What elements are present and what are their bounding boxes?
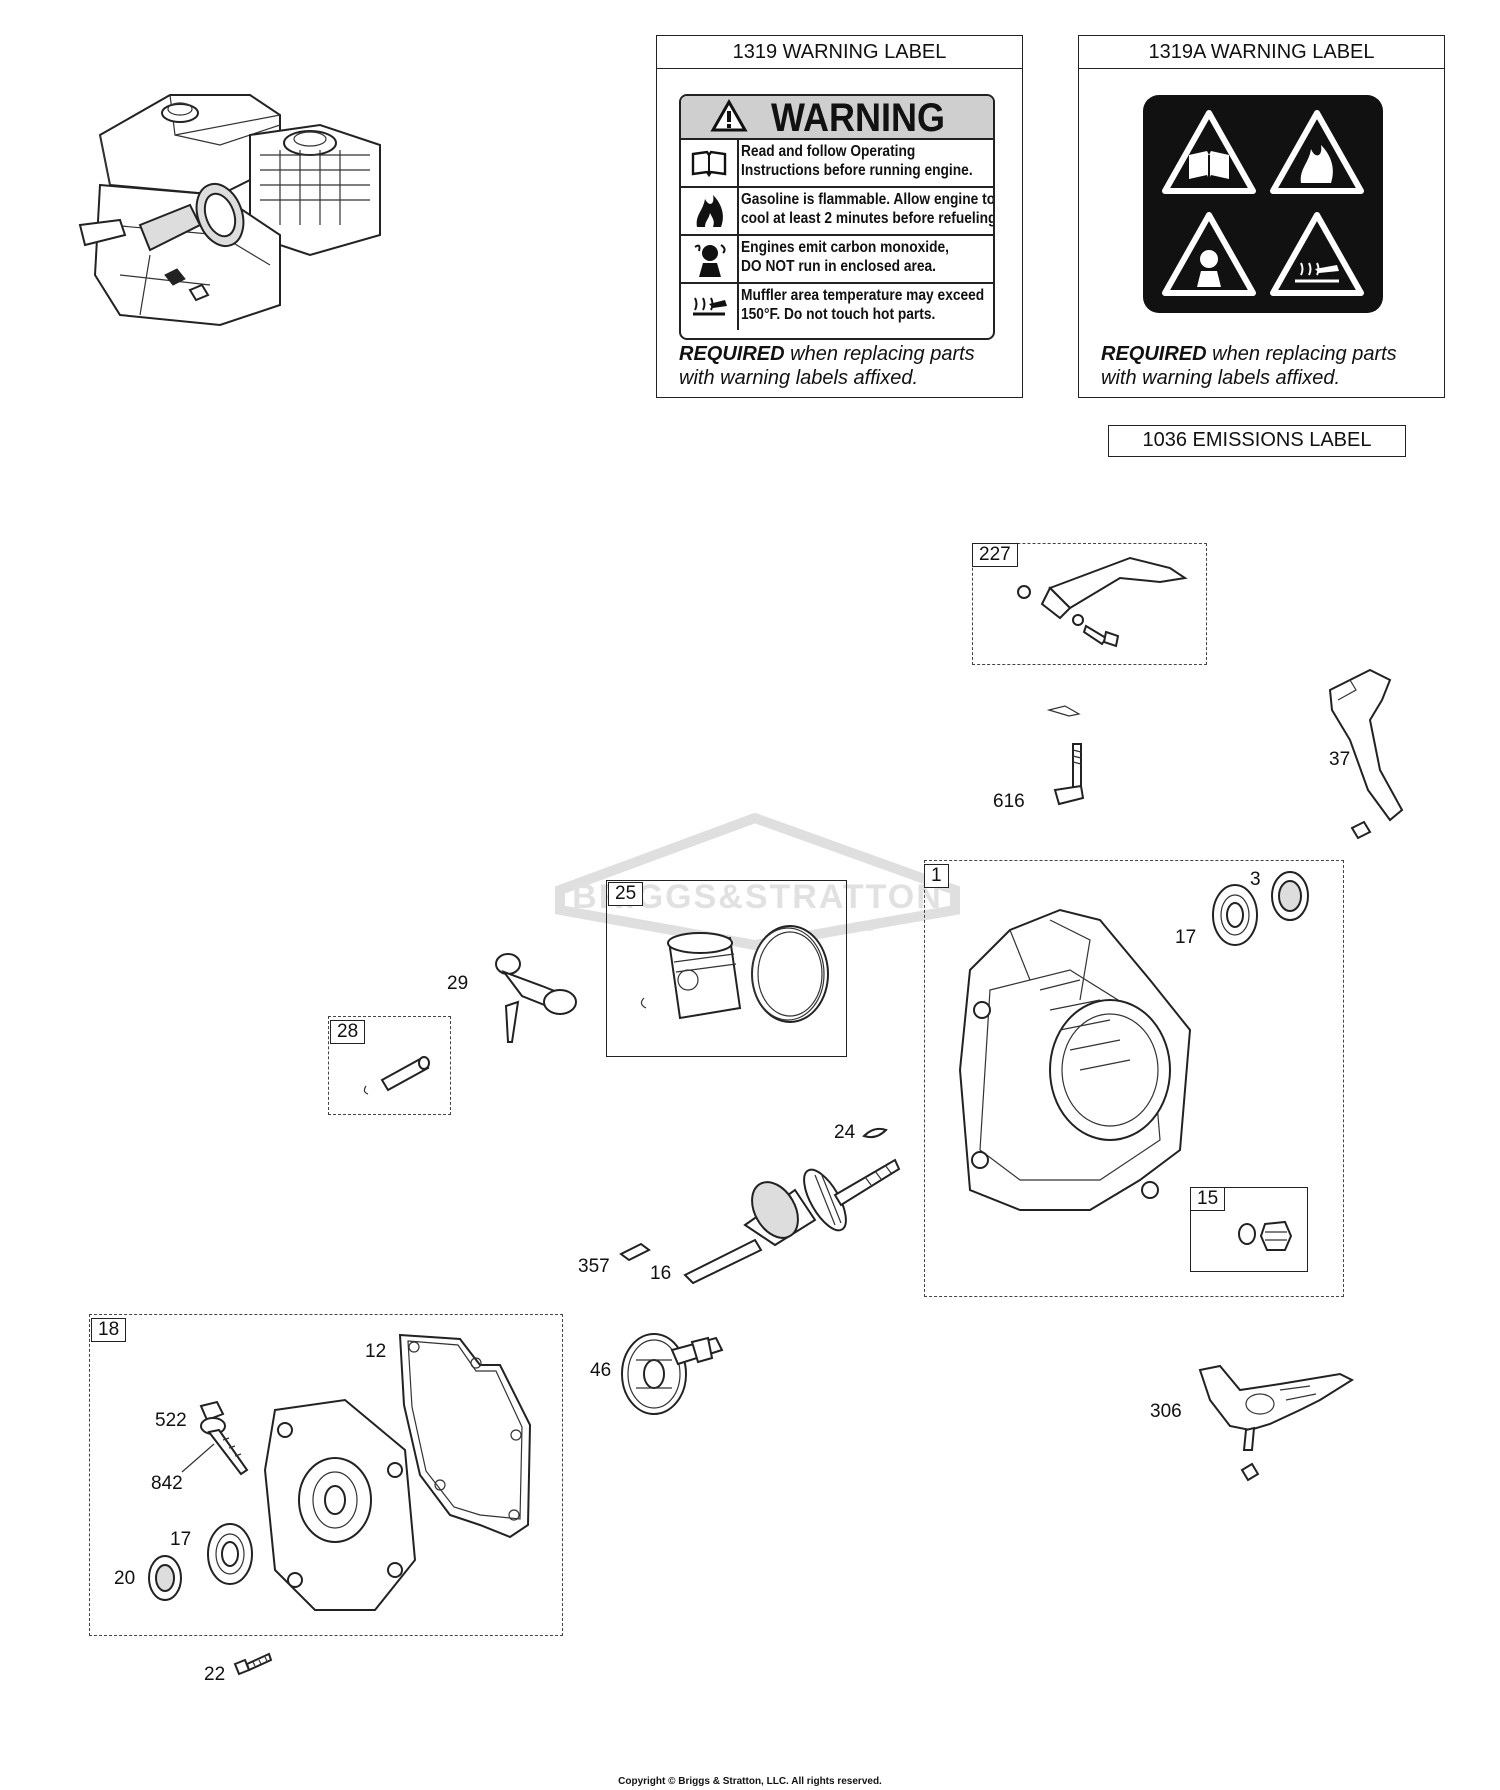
part-306-cover[interactable] [1190, 1350, 1360, 1490]
leader-842 [181, 1443, 215, 1473]
fumes-icon [694, 244, 726, 277]
callout-616: 616 [993, 791, 1025, 812]
callout-37: 37 [1329, 749, 1351, 770]
warning-label-1319-title: 1319 WARNING LABEL [657, 36, 1022, 69]
watermark-registered-mark: ® [865, 918, 876, 934]
hot-surface-icon [1270, 212, 1364, 296]
part-17-sump-bearing[interactable] [195, 1518, 265, 1590]
part-522-dipstick-tube-plug[interactable] [193, 1400, 253, 1476]
warning-row-1-line1: Read and follow Operating [741, 143, 916, 160]
part-15-drain-plug[interactable] [1235, 1210, 1305, 1265]
part-616-governor-shaft[interactable] [1045, 700, 1095, 815]
callout-29: 29 [447, 973, 469, 994]
emissions-label-1036-title: 1036 EMISSIONS LABEL [1142, 429, 1372, 451]
part-24-crankshaft-key[interactable] [860, 1124, 890, 1144]
part-17-main-bearing[interactable] [1200, 880, 1270, 950]
warning-label-1319[interactable]: 1319 WARNING LABEL WARNING Read and foll… [656, 35, 1023, 398]
callout-12: 12 [365, 1341, 387, 1362]
required-line2-1319a: with warning labels affixed. [1101, 367, 1341, 389]
required-note-1319a: REQUIRED when replacing parts with warni… [1101, 342, 1397, 390]
engine-overview-illustration [78, 94, 381, 327]
kit-box-1[interactable] [924, 860, 1344, 1297]
callout-16: 16 [650, 1263, 672, 1284]
kit-box-18[interactable] [89, 1314, 563, 1636]
warning-label-1319a-title: 1319A WARNING LABEL [1079, 36, 1444, 69]
callout-24: 24 [834, 1122, 856, 1143]
part-3-oil-seal[interactable] [1265, 868, 1315, 924]
hot-surface-icon [693, 297, 727, 316]
part-18-crankcase-cover[interactable] [255, 1390, 425, 1620]
warning-row-4-line1: Muffler area temperature may exceed [741, 287, 985, 304]
fumes-icon [1162, 212, 1256, 296]
callout-357: 357 [578, 1256, 610, 1277]
warning-row-gasoline: Gasoline is flammable. Allow engine to co… [681, 188, 993, 236]
kit-box-25[interactable] [606, 880, 847, 1057]
ref-box-227[interactable]: 227 [972, 543, 1018, 567]
warning-triangle-icon [710, 98, 748, 132]
part-29-connecting-rod[interactable] [482, 946, 582, 1046]
warning-row-carbon-monoxide: Engines emit carbon monoxide, DO NOT run … [681, 236, 993, 284]
kit-box-15[interactable] [1190, 1187, 1308, 1272]
required-bold-1319: REQUIRED [679, 343, 785, 365]
required-text-1319a: when replacing parts [1206, 343, 1397, 365]
callout-522: 522 [155, 1410, 187, 1431]
part-16-crankshaft[interactable] [675, 1145, 905, 1285]
ref-box-28[interactable]: 28 [330, 1020, 366, 1044]
flame-icon [696, 195, 723, 227]
kit-box-28[interactable] [328, 1016, 451, 1115]
required-text-1319: when replacing parts [784, 343, 975, 365]
part-25-piston-and-rings[interactable] [640, 918, 840, 1038]
ref-box-1[interactable]: 1 [924, 864, 949, 888]
book-icon [1162, 110, 1256, 194]
warning-heading: WARNING [771, 96, 945, 140]
part-46-camshaft[interactable] [612, 1320, 732, 1420]
emissions-label-1036[interactable]: 1036 EMISSIONS LABEL [1108, 425, 1406, 457]
part-22-sump-screw[interactable] [233, 1650, 273, 1680]
warning-row-3-line1: Engines emit carbon monoxide, [741, 239, 949, 256]
warning-row-2-line1: Gasoline is flammable. Allow engine to [741, 191, 995, 208]
part-1-crankcase-cylinder[interactable] [950, 890, 1200, 1220]
callout-20: 20 [114, 1568, 136, 1589]
ref-box-18[interactable]: 18 [91, 1318, 127, 1342]
part-28-wrist-pin[interactable] [360, 1050, 440, 1100]
flame-icon [1270, 110, 1364, 194]
book-icon [691, 150, 727, 178]
required-line2-1319: with warning labels affixed. [679, 367, 919, 389]
warning-row-2-line2: cool at least 2 minutes before refueling… [741, 210, 995, 227]
part-357-timing-key[interactable] [617, 1240, 653, 1264]
ref-box-15[interactable]: 15 [1190, 1187, 1226, 1211]
required-note-1319: REQUIRED when replacing parts with warni… [679, 342, 975, 390]
warning-label-1319a[interactable]: 1319A WARNING LABEL REQUIRED when replac… [1078, 35, 1445, 398]
warning-row-4-line2: 150°F. Do not touch hot parts. [741, 306, 936, 323]
pictogram-panel [1143, 95, 1383, 313]
callout-306: 306 [1150, 1401, 1182, 1422]
ref-box-25[interactable]: 25 [608, 882, 644, 906]
warning-row-muffler: Muffler area temperature may exceed 150°F… [681, 284, 993, 330]
required-bold-1319a: REQUIRED [1101, 343, 1207, 365]
part-227-governor-lever[interactable] [1010, 548, 1200, 658]
kit-box-227[interactable] [972, 543, 1207, 665]
callout-22: 22 [204, 1664, 226, 1685]
callout-842: 842 [151, 1473, 183, 1494]
copyright-notice: Copyright © Briggs & Stratton, LLC. All … [618, 1776, 882, 1787]
callout-46: 46 [590, 1360, 612, 1381]
warning-header: WARNING [681, 96, 993, 140]
part-12-gasket[interactable] [390, 1325, 540, 1540]
watermark-logo-shape [555, 812, 960, 951]
part-37-governor-link[interactable] [1310, 660, 1410, 845]
part-20-oil-seal[interactable] [140, 1550, 190, 1606]
warning-row-3-line2: DO NOT run in enclosed area. [741, 258, 936, 275]
callout-17-sump-bearing: 17 [170, 1529, 192, 1550]
callout-17-main-bearing: 17 [1175, 927, 1197, 948]
callout-3: 3 [1250, 869, 1261, 890]
warning-row-1-line2: Instructions before running engine. [741, 162, 973, 179]
